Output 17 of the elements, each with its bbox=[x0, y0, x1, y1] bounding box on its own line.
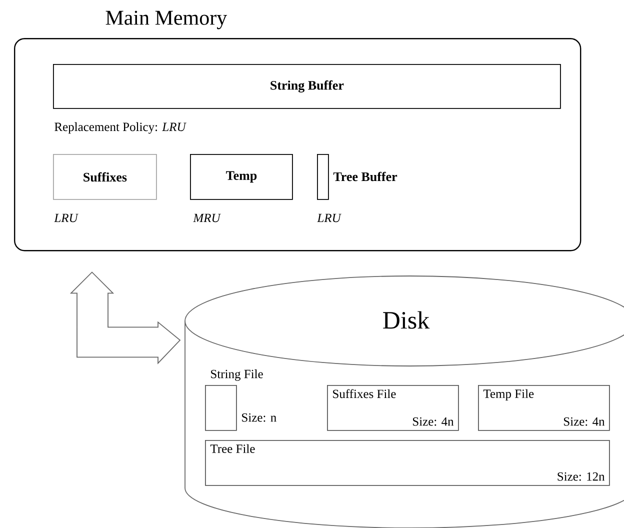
node-label: Main Memory bbox=[106, 10, 228, 30]
node-label: Tree Buffer bbox=[333, 172, 398, 182]
policy-label: LRU bbox=[54, 214, 78, 222]
node-label: String File bbox=[211, 369, 263, 381]
policy-label: LRU bbox=[317, 214, 342, 222]
policy-label: MRU bbox=[193, 214, 221, 222]
buffer-box: Suffixes bbox=[53, 154, 157, 200]
block-arrow bbox=[70, 272, 181, 364]
file-box: Tree File Size: 12n bbox=[205, 440, 610, 486]
file-box: Temp File Size: 4n bbox=[478, 385, 610, 431]
file-box: String File Size: n bbox=[205, 369, 276, 431]
buffer-box: Temp bbox=[190, 154, 293, 200]
node-label: Size: n bbox=[242, 413, 276, 422]
buffer-box: String Buffer bbox=[53, 64, 561, 109]
policy-label: Replacement Policy: LRU bbox=[54, 122, 186, 134]
file-box: Suffixes File Size: 4n bbox=[327, 385, 459, 431]
buffer-box: Tree Buffer bbox=[317, 154, 398, 200]
